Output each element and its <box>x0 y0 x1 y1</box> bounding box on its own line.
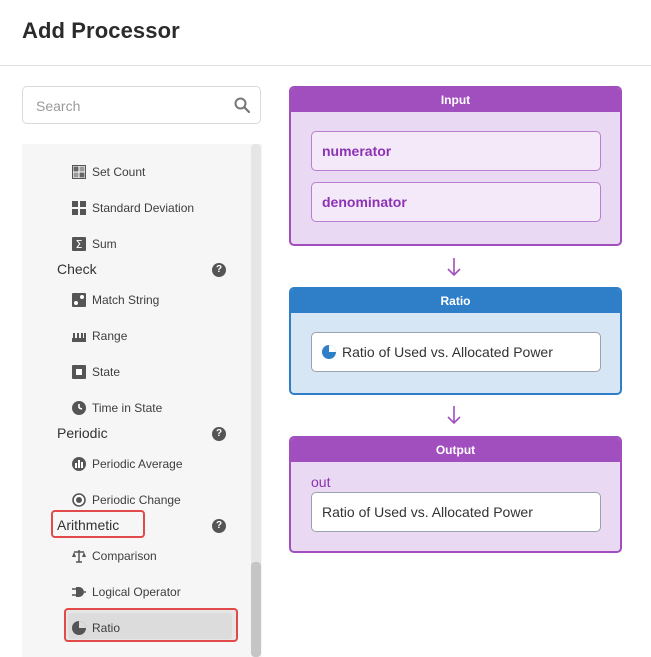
list-item-range[interactable]: Range <box>72 326 127 346</box>
clock-icon <box>72 401 86 415</box>
search-input[interactable] <box>36 96 231 116</box>
ratio-block: Ratio Ratio of Used vs. Allocated Power <box>289 287 622 395</box>
pie-icon <box>322 345 336 359</box>
output-name-field[interactable]: Ratio of Used vs. Allocated Power <box>311 492 601 532</box>
search-box[interactable] <box>22 86 261 124</box>
list-item-periodic-average[interactable]: Periodic Average <box>72 454 183 474</box>
dialog-header: Add Processor <box>0 0 651 66</box>
selected-item-background <box>68 613 232 639</box>
logic-gate-icon <box>72 587 86 597</box>
dialog-title: Add Processor <box>22 18 180 43</box>
processor-list[interactable] <box>22 144 262 657</box>
list-item-label: Logical Operator <box>92 585 181 599</box>
list-item-label: State <box>92 365 121 379</box>
match-string-icon <box>72 293 86 307</box>
svg-text:Σ: Σ <box>76 238 83 251</box>
output-label: out <box>311 474 331 490</box>
list-item-ratio[interactable]: Ratio <box>72 618 120 638</box>
list-item-label: Ratio <box>92 621 121 635</box>
scrollbar-track[interactable] <box>251 144 261 657</box>
list-item-comparison[interactable]: Comparison <box>72 546 157 566</box>
arrow-down-icon <box>447 406 461 425</box>
state-icon <box>72 365 86 379</box>
group-title-periodic: Periodic <box>57 425 108 441</box>
group-title-arithmetic: Arithmetic <box>57 517 120 533</box>
set-count-icon <box>72 165 86 179</box>
sigma-icon: Σ <box>72 237 86 251</box>
list-item-periodic-change[interactable]: Periodic Change <box>72 490 181 510</box>
scale-icon <box>72 550 86 563</box>
arrow-down-icon <box>447 258 461 277</box>
help-icon[interactable]: ? <box>212 427 226 441</box>
list-item-sum[interactable]: Σ Sum <box>72 234 117 254</box>
denominator-field[interactable]: denominator <box>311 182 601 222</box>
list-item-label: Standard Deviation <box>92 201 195 215</box>
list-item-label: Time in State <box>92 401 163 415</box>
input-block-title: Input <box>291 88 620 112</box>
input-block: Input numerator denominator <box>289 86 622 246</box>
help-icon[interactable]: ? <box>212 263 226 277</box>
list-item-logical-operator[interactable]: Logical Operator <box>72 582 181 602</box>
ratio-name-text: Ratio of Used vs. Allocated Power <box>342 344 553 360</box>
periodic-change-icon <box>72 493 86 507</box>
output-block: Output out Ratio of Used vs. Allocated P… <box>289 436 622 553</box>
list-item-label: Match String <box>92 293 160 307</box>
list-item-label: Set Count <box>92 165 146 179</box>
list-item-label: Comparison <box>92 549 157 563</box>
numerator-field[interactable]: numerator <box>311 131 601 171</box>
scrollbar-thumb[interactable] <box>251 562 261 657</box>
grid-icon <box>72 201 86 215</box>
list-item-standard-deviation[interactable]: Standard Deviation <box>72 198 194 218</box>
output-block-title: Output <box>291 438 620 462</box>
periodic-average-icon <box>72 457 86 471</box>
ratio-name-field[interactable]: Ratio of Used vs. Allocated Power <box>311 332 601 372</box>
list-item-state[interactable]: State <box>72 362 120 382</box>
pie-icon <box>72 621 86 635</box>
range-icon <box>72 333 86 342</box>
list-item-match-string[interactable]: Match String <box>72 290 159 310</box>
list-item-set-count[interactable]: Set Count <box>72 162 145 182</box>
list-item-label: Range <box>92 329 128 343</box>
ratio-block-title: Ratio <box>291 289 620 313</box>
list-item-label: Periodic Change <box>92 493 181 507</box>
search-icon[interactable] <box>234 97 250 113</box>
group-title-highlight <box>51 510 145 538</box>
list-item-label: Periodic Average <box>92 457 183 471</box>
list-item-time-in-state[interactable]: Time in State <box>72 398 162 418</box>
help-icon[interactable]: ? <box>212 519 226 533</box>
group-title-check: Check <box>57 261 97 277</box>
list-item-label: Sum <box>92 237 117 251</box>
